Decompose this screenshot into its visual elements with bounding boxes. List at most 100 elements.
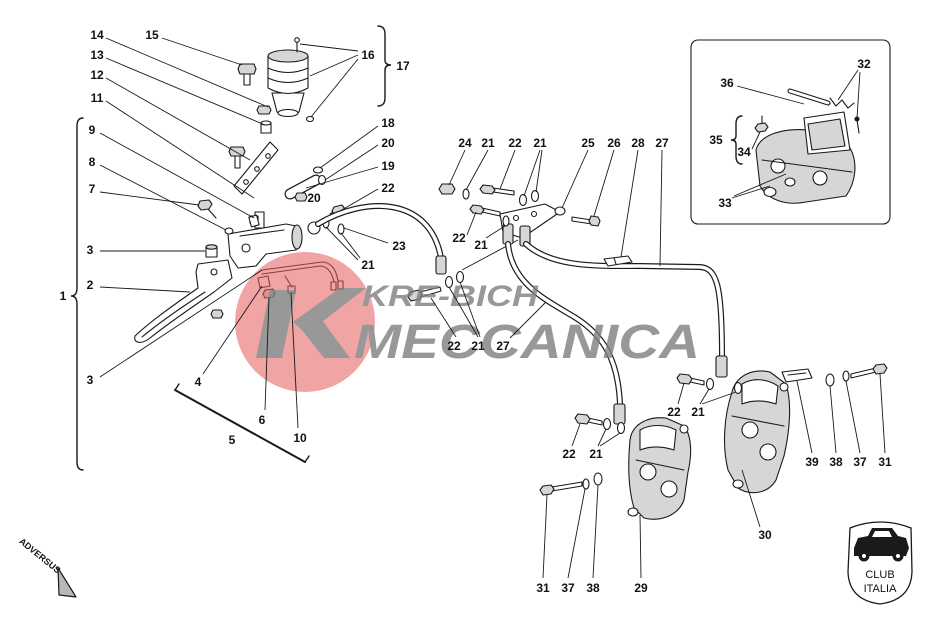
leader-line [339, 188, 379, 212]
club-logo-line1: CLUB [865, 569, 894, 581]
leader-line [99, 132, 255, 219]
callout-label: 8 [89, 155, 96, 169]
leader-line [305, 166, 379, 189]
callout-label: 38 [586, 581, 600, 595]
leader-line [99, 164, 227, 231]
leader-line [340, 232, 361, 259]
callout-label: 9 [89, 123, 96, 137]
leader-line [523, 149, 541, 197]
callout-label: 38 [829, 455, 843, 469]
callout-label: 7 [89, 182, 96, 196]
callout-label: 21 [471, 339, 485, 353]
brake-light-switch [248, 214, 260, 228]
leader-line [731, 185, 771, 199]
leader-line [105, 37, 269, 108]
reservoir-hose [284, 166, 327, 202]
bleed-nipple [754, 115, 769, 133]
leader-line [837, 69, 859, 101]
club-italia-logo: CLUB ITALIA [847, 521, 913, 605]
callout-label: 32 [857, 57, 871, 71]
right-caliper-hose [523, 241, 725, 359]
leader-line [593, 149, 615, 217]
callout-label: 21 [474, 238, 488, 252]
callout-label: 27 [496, 339, 510, 353]
leader-lines [99, 37, 886, 579]
leader-line [161, 37, 243, 66]
lever-pivot-nut [210, 309, 224, 319]
leader-line [796, 380, 813, 454]
leader-line [99, 286, 191, 293]
leader-line [659, 149, 663, 267]
callout-label: 1 [60, 289, 67, 303]
bracket-bolt [228, 146, 246, 169]
adjuster-bolt [197, 199, 217, 219]
callout-label: 22 [667, 405, 681, 419]
leader-line [319, 125, 379, 169]
lever-pivot-bolt [205, 244, 218, 258]
leader-line [561, 149, 589, 209]
leader-line [105, 77, 251, 161]
callout-label: 6 [259, 413, 266, 427]
callout-label: 34 [737, 145, 751, 159]
leader-line [325, 226, 359, 261]
leader-line [571, 423, 581, 447]
leader-line [733, 173, 787, 197]
callout-label: 37 [561, 581, 575, 595]
leader-line [597, 428, 607, 447]
front-brake-hose [315, 203, 444, 261]
watermark-logo: KRE-BICH MECCANICA [235, 252, 700, 392]
leader-line [105, 57, 266, 126]
callout-label: 18 [381, 116, 395, 130]
leader-line [202, 285, 263, 375]
callout-label: 21 [691, 405, 705, 419]
callout-label: 19 [381, 159, 395, 173]
leader-line [499, 149, 516, 190]
leader-line [299, 43, 359, 52]
leader-line [845, 380, 861, 454]
callout-label: 17 [396, 59, 410, 73]
detail-inset [690, 39, 891, 225]
callout-label: 16 [361, 48, 375, 62]
leader-line [343, 227, 389, 244]
callout-label: 21 [361, 258, 375, 272]
callout-label: 15 [145, 28, 159, 42]
callout-label: 22 [562, 447, 576, 461]
callout-label: 22 [452, 231, 466, 245]
right-caliper-banjo [676, 355, 743, 395]
callout-label: 39 [805, 455, 819, 469]
adversus-mark: ADVERSUS [17, 536, 77, 598]
callout-label: 20 [381, 136, 395, 150]
callout-label: 25 [581, 136, 595, 150]
left-brake-caliper [627, 417, 692, 520]
left-caliper-hose [505, 241, 623, 407]
callout-label: 29 [634, 581, 648, 595]
brake-line-junction [499, 203, 566, 247]
callout-label: 37 [853, 455, 867, 469]
brake-fluid-reservoir [267, 37, 315, 123]
callout-label: 3 [87, 373, 94, 387]
adversus-arrow-icon [57, 567, 77, 598]
brake-pads [803, 111, 851, 155]
parts-layer [70, 25, 891, 520]
callout-label: 31 [878, 455, 892, 469]
leader-line [309, 54, 359, 77]
reservoir-bracket [233, 141, 279, 195]
watermark-line1: KRE-BICH [362, 280, 540, 313]
callout-label: 31 [536, 581, 550, 595]
junction-hardware-lower [469, 204, 510, 227]
leader-line [701, 391, 737, 405]
leader-line [310, 58, 359, 118]
leader-line [105, 100, 255, 199]
callout-label: 24 [458, 136, 472, 150]
bracket-1 [70, 117, 84, 471]
callout-label: 3 [87, 243, 94, 257]
callout-label: 36 [720, 76, 734, 90]
leader-line [599, 432, 621, 447]
callout-label: 2 [87, 278, 94, 292]
adversus-text: ADVERSUS [17, 536, 62, 575]
leader-line [677, 382, 685, 405]
leader-line [485, 225, 506, 239]
leader-line [542, 494, 548, 579]
